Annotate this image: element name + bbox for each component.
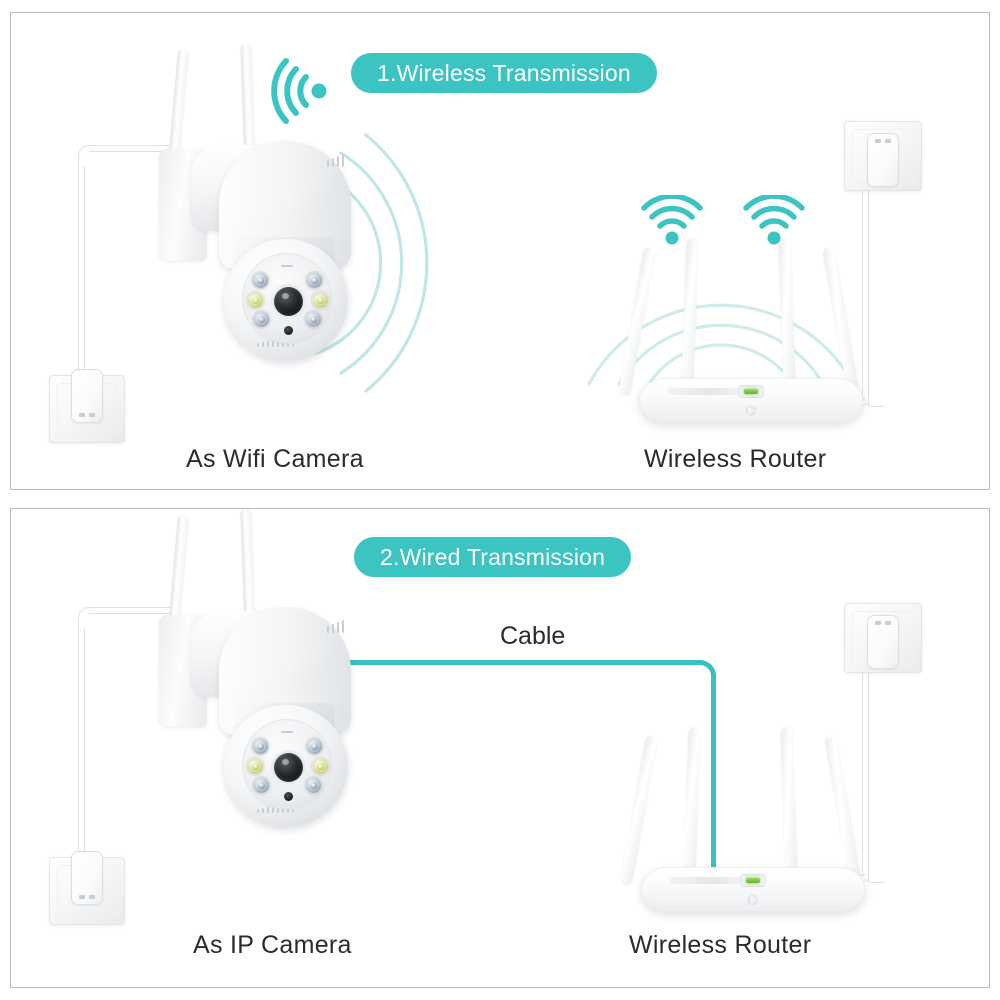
router-antenna-4: [824, 735, 862, 885]
ethernet-cable-horizontal: [343, 660, 695, 665]
panel-wired-transmission: ⌬ 2.Wired Transmission Cable As IP Camer…: [10, 508, 990, 988]
router-antenna-3: [780, 726, 798, 880]
camera-ir-led: [306, 738, 323, 755]
camera-speaker-slot: [281, 726, 293, 733]
ip-camera-device: [151, 509, 371, 837]
wall-outlet-right: [844, 121, 922, 191]
camera-ir-led: [305, 311, 322, 328]
router-body: ⌬: [639, 378, 863, 422]
wifi-icon: [271, 58, 327, 124]
wall-outlet-left: [49, 369, 125, 443]
router-logo: ⌬: [746, 892, 760, 907]
wall-outlet-left: [49, 851, 125, 925]
router-vent: [668, 388, 740, 395]
power-cable-corner: [78, 607, 100, 629]
wireless-router-device: ⌬: [618, 228, 881, 422]
router-antenna-3: [778, 237, 796, 391]
camera-face-plate: [242, 719, 332, 811]
router-antenna-1: [620, 735, 658, 885]
camera-lens: [274, 753, 303, 782]
camera-ir-led: [252, 272, 269, 289]
camera-ir-led: [306, 272, 323, 289]
panel-title-wired: 2.Wired Transmission: [354, 537, 632, 577]
caption-wireless-router: Wireless Router: [629, 931, 812, 959]
camera-face-plate: [242, 253, 332, 345]
camera-warm-led: [247, 292, 264, 309]
wifi-camera-device: [151, 41, 371, 371]
caption-ip-camera: As IP Camera: [193, 931, 352, 959]
ethernet-cable-vertical: [711, 681, 716, 885]
camera-warm-led: [312, 758, 329, 775]
router-antenna-4: [822, 246, 860, 396]
caption-wifi-camera: As Wifi Camera: [186, 445, 364, 473]
router-antenna-1: [618, 246, 656, 396]
power-adapter: [71, 369, 103, 423]
camera-bottom-grill: [257, 341, 294, 347]
power-adapter: [867, 615, 899, 669]
cable-label: Cable: [500, 622, 566, 650]
camera-lens: [274, 287, 303, 316]
power-cable-router-vertical: [862, 188, 869, 406]
power-cable-camera-horizontal: [89, 145, 181, 152]
router-body: ⌬: [641, 867, 865, 911]
router-antenna-2: [683, 726, 701, 880]
power-adapter: [71, 851, 103, 905]
power-cable-camera-horizontal: [89, 607, 181, 614]
camera-vent-grill: [327, 153, 344, 167]
camera-speaker-slot: [281, 260, 293, 267]
camera-microphone: [284, 326, 293, 335]
camera-ir-led: [253, 311, 270, 328]
router-antenna-2: [681, 237, 699, 391]
camera-warm-led: [247, 758, 264, 775]
power-adapter: [867, 133, 899, 187]
camera-ir-led: [305, 777, 322, 794]
router-status-led: [738, 385, 764, 398]
router-status-led: [740, 874, 766, 887]
power-cable-camera-vertical: [78, 166, 85, 379]
wall-outlet-right: [844, 603, 922, 673]
camera-ir-led: [253, 777, 270, 794]
camera-vent-grill: [327, 619, 344, 633]
camera-warm-led: [312, 292, 329, 309]
camera-bottom-grill: [257, 807, 294, 813]
power-cable-corner: [78, 145, 100, 167]
power-cable-camera-vertical: [78, 628, 85, 861]
router-logo: ⌬: [744, 403, 758, 418]
wireless-router-device: ⌬: [620, 717, 883, 911]
caption-wireless-router: Wireless Router: [644, 445, 827, 473]
wifi-icon: [743, 195, 805, 245]
power-cable-router-vertical: [862, 670, 869, 882]
wifi-icon: [641, 195, 703, 245]
panel-title-wireless: 1.Wireless Transmission: [351, 53, 657, 93]
camera-microphone: [284, 792, 293, 801]
camera-ir-led: [252, 738, 269, 755]
ethernet-cable-corner: [690, 660, 716, 686]
panel-wireless-transmission: ⌬ 1.Wireless Transmission As Wifi Camera…: [10, 12, 990, 490]
router-vent: [670, 877, 742, 884]
